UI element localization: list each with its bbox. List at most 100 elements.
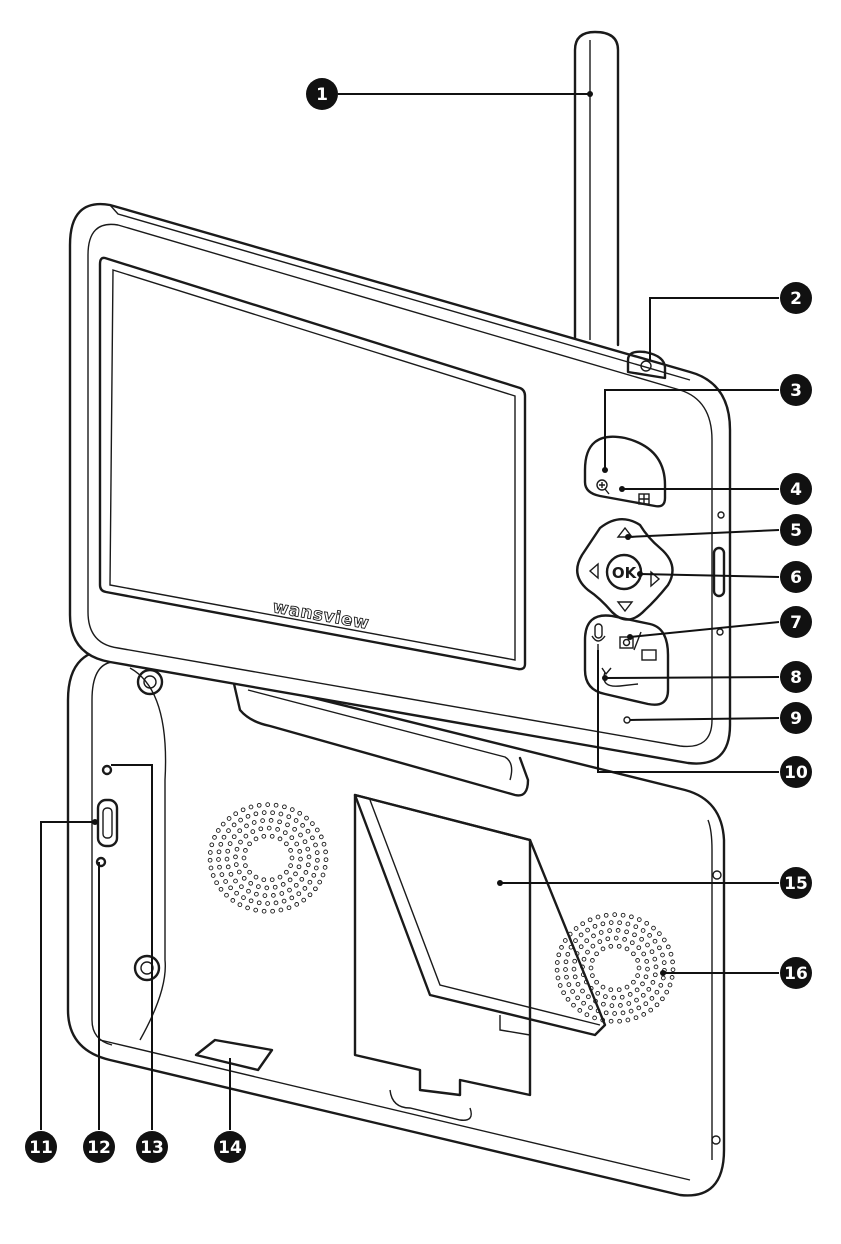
speaker-hole (266, 825, 272, 831)
speaker-hole (215, 828, 221, 833)
speaker-hole (609, 1003, 615, 1008)
speaker-hole (216, 849, 222, 855)
speaker-hole (226, 816, 232, 821)
callout-12: 12 (83, 1131, 115, 1163)
speaker-hole (571, 1002, 576, 1008)
display-screen-inner (109, 269, 516, 661)
display-screen (98, 256, 527, 671)
speaker-hole (617, 920, 622, 926)
speaker-hole (661, 960, 667, 965)
speaker-hole (578, 932, 584, 938)
speaker-hole (581, 1000, 586, 1006)
speaker-hole (580, 988, 585, 994)
kickstand-flap-edge (369, 799, 601, 1026)
leader-lines (40, 93, 780, 1130)
speaker-hole (253, 907, 259, 913)
speaker-hole (262, 893, 268, 898)
speaker-hole (639, 936, 644, 942)
speaker-hole (581, 956, 587, 962)
speaker-hole (210, 873, 216, 878)
rear-side-edge (91, 661, 113, 1046)
power-button-icon (640, 360, 652, 372)
navigation-pad (576, 518, 674, 621)
speaker-hole (313, 886, 318, 892)
speaker-hole (633, 1015, 639, 1021)
speaker-hole (270, 810, 275, 816)
speaker-hole (620, 912, 626, 918)
speaker-hole (253, 874, 259, 880)
speaker-hole (670, 959, 675, 965)
speaker-hole (241, 855, 247, 861)
arrow-left-icon (588, 562, 599, 580)
speaker-hole (217, 864, 222, 870)
speaker-hole (230, 898, 236, 903)
speaker-hole (293, 882, 299, 888)
speaker-hole (584, 938, 590, 944)
speaker-hole (277, 819, 282, 825)
speaker-hole (234, 890, 239, 896)
speaker-hole (286, 905, 292, 911)
speaker-hole (591, 933, 596, 939)
camera-video-icon (619, 636, 634, 649)
speaker-hole (310, 821, 315, 826)
speaker-hole (628, 1008, 634, 1014)
speaker-hole (654, 989, 660, 995)
speaker-hole (310, 835, 315, 841)
speaker-hole (207, 857, 213, 863)
speaker-hole (243, 863, 248, 868)
svg-text:1: 1 (316, 85, 328, 105)
speaker-hole (282, 804, 287, 810)
speaker-hole (320, 872, 326, 878)
speaker-hole (216, 857, 221, 862)
speaker-hole (624, 984, 630, 990)
speaker-hole (246, 888, 251, 894)
speaker-hole (640, 992, 646, 998)
speaker-hole (243, 848, 248, 853)
speaker-hole (565, 996, 571, 1002)
speaker-hole (636, 917, 642, 922)
speaker-hole (321, 841, 327, 847)
speaker-hole (563, 959, 569, 965)
speaker-hole (289, 807, 295, 812)
callout-11: 11 (25, 1131, 57, 1163)
svg-text:5: 5 (790, 521, 802, 541)
speaker-hole (646, 986, 652, 992)
speaker-hole (227, 841, 233, 846)
speaker-hole (261, 877, 267, 883)
speaker-hole (231, 834, 237, 840)
rear-bottom-slot (389, 1089, 472, 1121)
speaker-hole (228, 885, 233, 891)
speaker-hole (256, 884, 261, 889)
callout-14: 14 (214, 1131, 246, 1163)
speaker-hole (223, 879, 228, 884)
speaker-hole (592, 1015, 597, 1021)
speaker-hole (224, 892, 229, 898)
speaker-hole (225, 864, 231, 870)
speaker-hole (261, 833, 267, 839)
speaker-hole (631, 979, 636, 985)
speaker-hole (304, 815, 309, 821)
speaker-hole (620, 1010, 626, 1016)
speaker-hole (594, 951, 599, 957)
speaker-hole (584, 1012, 590, 1018)
speaker-hole (313, 865, 319, 871)
speaker-hole (237, 902, 243, 908)
leader-dots (92, 91, 666, 976)
speaker-hole (615, 928, 621, 933)
charge-indicator-hole (95, 856, 107, 868)
speaker-hole (265, 901, 270, 906)
speaker-hole (594, 979, 599, 985)
speaker-hole (233, 854, 238, 860)
speaker-hole (273, 900, 279, 906)
speaker-hole (218, 841, 224, 847)
speaker-hole (240, 807, 246, 813)
speaker-hole (237, 828, 243, 834)
speaker-hole (598, 930, 604, 935)
speaker-hole (284, 841, 289, 847)
speaker-hole (669, 975, 675, 980)
svg-text:2: 2 (790, 289, 802, 309)
speaker-hole (566, 982, 572, 987)
speaker-hole (238, 817, 243, 823)
speaker-hole (590, 958, 595, 963)
